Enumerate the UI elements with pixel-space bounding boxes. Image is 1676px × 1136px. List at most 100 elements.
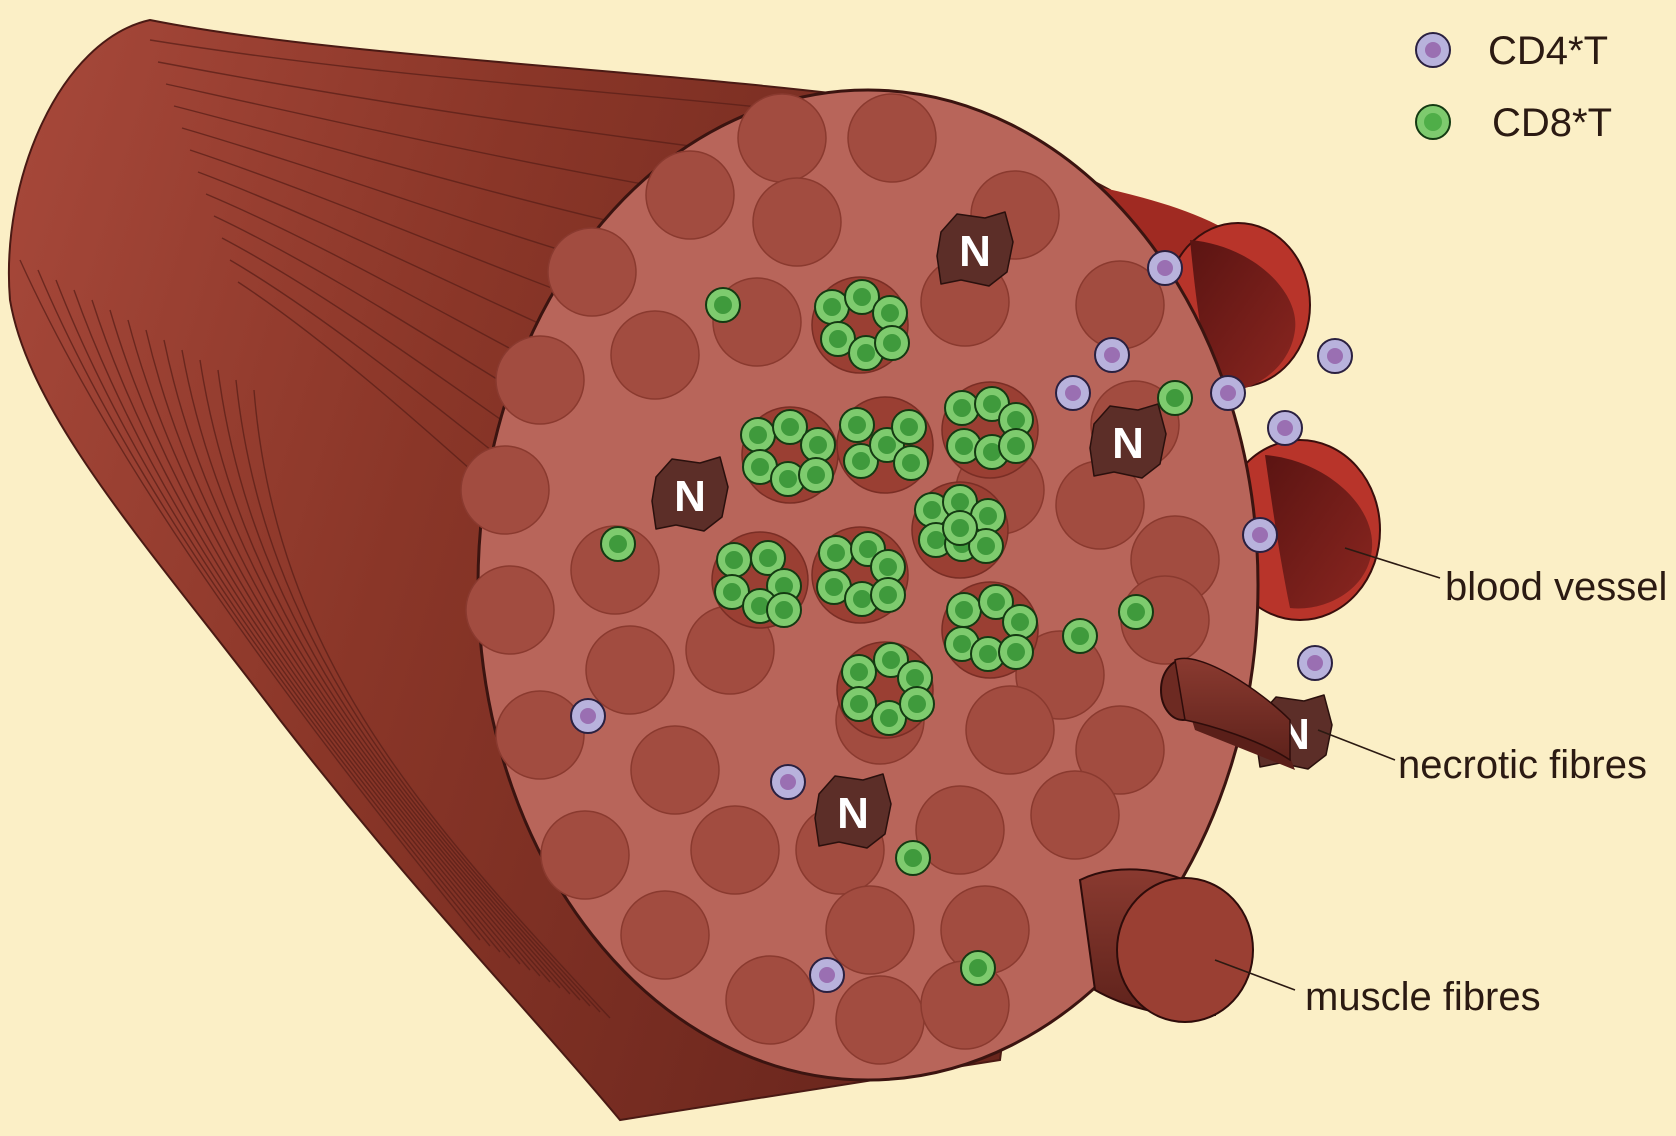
cd4-legend-icon [1416,33,1450,67]
necrotic-marker-label: N [837,789,869,838]
cd8-nucleus [853,590,871,608]
muscle-fibre-circle [726,956,814,1044]
cd4-nucleus [1327,348,1343,364]
cd4-t-cell [1148,251,1182,285]
cd8-nucleus [880,709,898,727]
muscle-fibre-circle [548,228,636,316]
cd8-t-cell [1158,381,1192,415]
cd8-nucleus [879,558,897,576]
cd8-nucleus [1007,437,1025,455]
cd8-nucleus [1071,627,1089,645]
cd8-nucleus [825,578,843,596]
invaded-fibre [942,382,1038,478]
cd8-nucleus [1166,389,1184,407]
cd8-nucleus [979,507,997,525]
necrotic-fibre: N [937,212,1013,286]
cd8-nucleus [951,519,969,537]
cd8-t-cell [706,288,740,322]
cd8-t-cell [961,951,995,985]
cd8-nucleus [927,531,945,549]
cd8-t-cell [896,841,930,875]
muscle-fibre-circle [461,446,549,534]
muscle-fibre-circle [966,686,1054,774]
muscle-fibre-circle [496,336,584,424]
muscle-fibres-label: muscle fibres [1305,975,1541,1019]
muscle-fibre-circle [848,94,936,182]
cd8-nucleus [848,416,866,434]
cd4-nucleus [1220,385,1236,401]
muscle-fibre-circle [691,806,779,894]
muscle-fibre-circle [466,566,554,654]
cd8-nucleus [881,304,899,322]
cd8-t-cell [601,527,635,561]
muscle-fibre-circle [496,691,584,779]
cd8-nucleus [852,452,870,470]
cd4-nucleus [580,708,596,724]
cd8-nucleus [977,537,995,555]
cd4-t-cell [771,765,805,799]
cd8-nucleus [775,601,793,619]
invaded-fibre [912,482,1008,578]
cd8-nucleus [953,635,971,653]
cd8-nucleus [923,501,941,519]
necrotic-marker-label: N [1112,419,1144,468]
cd8-nucleus [883,334,901,352]
muscle-fibre-circle [1031,771,1119,859]
muscle-fibre-circle [631,726,719,814]
cd4-t-cell [810,958,844,992]
cd4-t-cell [1056,376,1090,410]
muscle-fibre-circle [836,976,924,1064]
cd8-nucleus [853,288,871,306]
cd8-nucleus [749,426,767,444]
cd4-nucleus [1104,347,1120,363]
cd4-t-cell [1211,376,1245,410]
cd8-nucleus [809,436,827,454]
cd8-nucleus [908,695,926,713]
cd4-nucleus [1157,260,1173,276]
cd4-t-cell [571,699,605,733]
cd4-nucleus [1307,655,1323,671]
cd8-nucleus [1007,643,1025,661]
cd8-t-cell [1119,595,1153,629]
cd4-nucleus [1065,385,1081,401]
cd4-legend-label: CD4*T [1488,29,1608,73]
invaded-fibre [942,582,1038,678]
cd8-nucleus [779,470,797,488]
cd8-nucleus [725,551,743,569]
cd8-nucleus [723,583,741,601]
necrotic-fibres-leader [1318,730,1395,760]
muscle-fibre-circle [646,151,734,239]
muscle-fibre-circle [541,811,629,899]
cd8-nucleus [879,586,897,604]
muscle-fibre-circle [826,886,914,974]
cd8-nucleus [823,298,841,316]
cd4-t-cell [1318,339,1352,373]
cd8-nucleus [751,458,769,476]
necrotic-marker-label: N [674,472,706,521]
cd8-nucleus [955,601,973,619]
necrotic-marker-label: N [959,227,991,276]
cd4-nucleus [1277,420,1293,436]
cd4-nucleus [819,967,835,983]
invaded-fibre [837,642,934,738]
cd8-nucleus [1127,603,1145,621]
cd8-nucleus [906,669,924,687]
muscle-fibre-protrusion [1080,869,1253,1022]
cd8-nucleus [953,399,971,417]
invaded-fibre [812,277,909,373]
cd8-nucleus [979,645,997,663]
cd8-nucleus [904,849,922,867]
cd4-t-cell [1243,518,1277,552]
cd8-nucleus [827,544,845,562]
cd8-nucleus [1007,411,1025,429]
cd8-nucleus [955,437,973,455]
cd8-nucleus [951,493,969,511]
muscle-fibre-circle [586,626,674,714]
cd8-nucleus [850,695,868,713]
legend: CD4*T CD8*T [1416,29,1612,145]
cd8-nucleus [714,296,732,314]
cd8-nucleus [807,466,825,484]
cd8-legend-label: CD8*T [1492,101,1612,145]
cd8-nucleus [902,454,920,472]
invaded-fibre [741,407,838,503]
